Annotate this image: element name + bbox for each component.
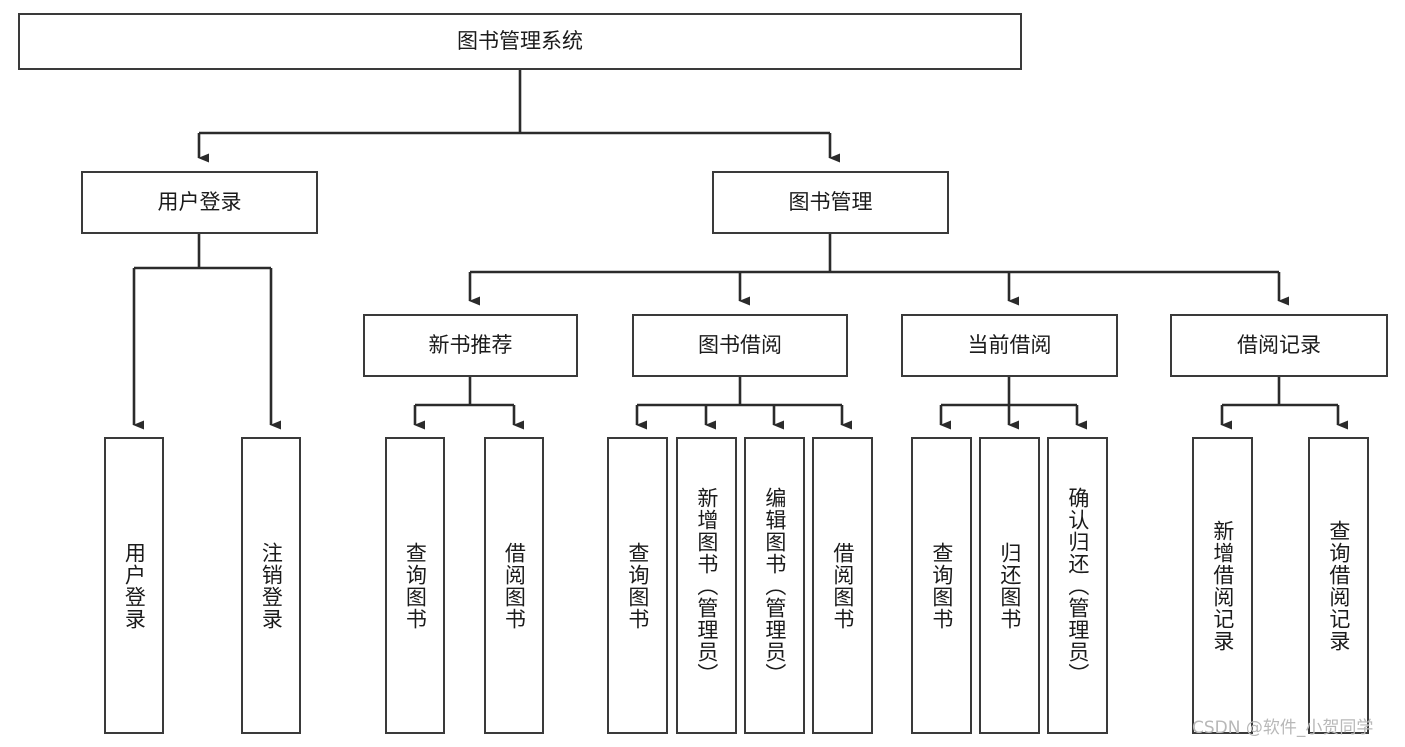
- node-leaf-edit-book-label: 编辑图书（管理员）: [762, 486, 787, 685]
- node-book-management[interactable]: 图书管理: [712, 171, 949, 234]
- node-leaf-query-book-current-label: 查询图书: [929, 541, 954, 630]
- node-leaf-return-book[interactable]: 归还图书: [979, 437, 1040, 734]
- node-borrow-record-label: 借阅记录: [1237, 333, 1321, 358]
- node-leaf-edit-book[interactable]: 编辑图书（管理员）: [744, 437, 805, 734]
- node-leaf-user-logout[interactable]: 注销登录: [241, 437, 301, 734]
- node-new-book-recommend[interactable]: 新书推荐: [363, 314, 578, 377]
- node-book-borrow-label: 图书借阅: [698, 333, 782, 358]
- csdn-watermark: CSDN @软件_小贺同学: [1192, 718, 1374, 738]
- node-book-management-label: 图书管理: [788, 190, 873, 215]
- node-leaf-confirm-return[interactable]: 确认归还（管理员）: [1047, 437, 1108, 734]
- node-leaf-add-borrow-record-label: 新增借阅记录: [1210, 519, 1235, 652]
- node-user-login-label: 用户登录: [157, 190, 242, 215]
- node-new-book-recommend-label: 新书推荐: [428, 333, 513, 358]
- node-root[interactable]: 图书管理系统: [18, 13, 1022, 70]
- node-leaf-query-borrow-record[interactable]: 查询借阅记录: [1308, 437, 1369, 734]
- node-user-login[interactable]: 用户登录: [81, 171, 318, 234]
- node-leaf-add-borrow-record[interactable]: 新增借阅记录: [1192, 437, 1253, 734]
- node-current-borrow[interactable]: 当前借阅: [901, 314, 1118, 377]
- node-leaf-confirm-return-label: 确认归还（管理员）: [1065, 486, 1090, 685]
- node-leaf-query-book-borrow-label: 查询图书: [625, 541, 650, 630]
- node-leaf-borrow-book[interactable]: 借阅图书: [812, 437, 873, 734]
- node-root-label: 图书管理系统: [457, 29, 583, 54]
- node-book-borrow[interactable]: 图书借阅: [632, 314, 848, 377]
- node-borrow-record[interactable]: 借阅记录: [1170, 314, 1388, 377]
- node-leaf-add-book-label: 新增图书（管理员）: [694, 486, 719, 685]
- node-leaf-return-book-label: 归还图书: [997, 541, 1022, 630]
- node-leaf-query-borrow-record-label: 查询借阅记录: [1326, 519, 1351, 652]
- node-leaf-query-book-borrow[interactable]: 查询图书: [607, 437, 668, 734]
- node-leaf-user-login[interactable]: 用户登录: [104, 437, 164, 734]
- node-leaf-borrow-book-recommend[interactable]: 借阅图书: [484, 437, 544, 734]
- node-leaf-user-logout-label: 注销登录: [259, 541, 284, 630]
- node-leaf-query-book-recommend-label: 查询图书: [403, 541, 428, 630]
- node-current-borrow-label: 当前借阅: [967, 333, 1052, 358]
- node-leaf-borrow-book-label: 借阅图书: [830, 541, 855, 630]
- node-leaf-add-book[interactable]: 新增图书（管理员）: [676, 437, 737, 734]
- node-leaf-user-login-label: 用户登录: [122, 541, 147, 630]
- node-leaf-borrow-book-recommend-label: 借阅图书: [502, 541, 527, 630]
- node-leaf-query-book-recommend[interactable]: 查询图书: [385, 437, 445, 734]
- node-leaf-query-book-current[interactable]: 查询图书: [911, 437, 972, 734]
